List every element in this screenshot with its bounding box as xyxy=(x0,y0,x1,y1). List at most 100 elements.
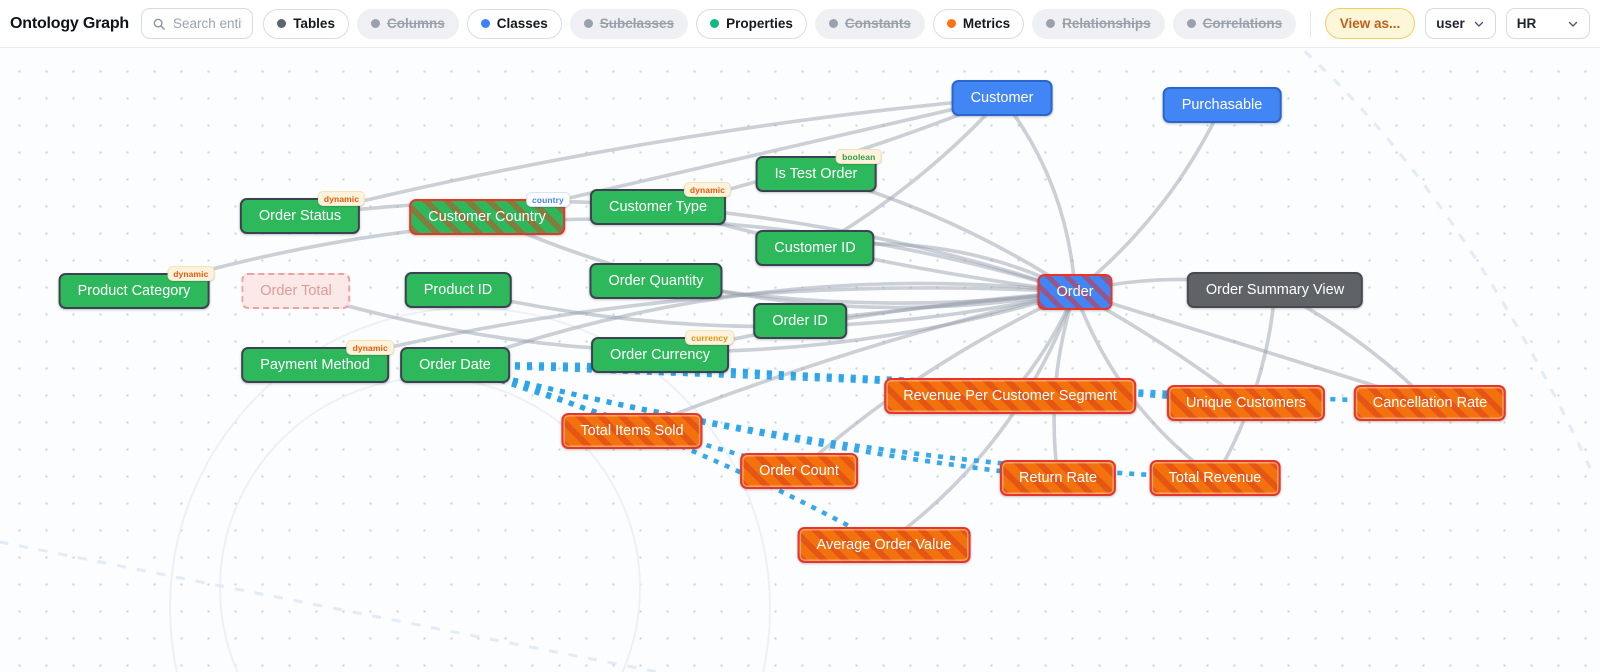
node-label: Cancellation Rate xyxy=(1372,395,1488,411)
filter-pill-metrics[interactable]: Metrics xyxy=(932,8,1025,39)
node-label: Purchasable xyxy=(1181,97,1263,113)
decorative-circle xyxy=(169,307,771,672)
filter-pill-columns[interactable]: Columns xyxy=(356,8,459,39)
node-label: Customer Country xyxy=(428,209,546,225)
node-cancellation-rate[interactable]: Cancellation Rate xyxy=(1353,385,1507,421)
node-label: Order ID xyxy=(772,313,828,329)
node-label: Order Total xyxy=(260,283,332,299)
relationships-dot-icon xyxy=(1046,19,1056,28)
chevron-down-icon xyxy=(1568,21,1578,27)
node-label: Order Currency xyxy=(610,347,710,363)
filter-pill-label: Metrics xyxy=(962,16,1011,31)
filter-pill-label: Correlations xyxy=(1202,16,1283,31)
node-label: Product ID xyxy=(423,282,493,298)
filter-pill-label: Classes xyxy=(496,16,548,31)
node-label: Customer Type xyxy=(608,199,708,215)
search-box[interactable] xyxy=(140,8,254,39)
metrics-dot-icon xyxy=(946,19,956,28)
country-badge: country xyxy=(525,192,570,208)
tables-dot-icon xyxy=(277,19,287,28)
correlation-edge xyxy=(454,362,886,548)
node-label: Order Count xyxy=(759,463,839,479)
node-average-order-value[interactable]: Average Order Value xyxy=(797,527,971,563)
chevron-down-icon xyxy=(1474,21,1483,27)
node-order-quantity[interactable]: Order Quantity xyxy=(589,263,723,299)
filter-pill-correlations[interactable]: Correlations xyxy=(1172,8,1297,39)
node-label: Total Items Sold xyxy=(580,423,684,439)
filter-pill-label: Subclasses xyxy=(599,16,675,31)
node-product-id[interactable]: Product ID xyxy=(404,272,512,308)
decorative-dashed-line xyxy=(0,540,666,672)
dynamic-badge: dynamic xyxy=(683,182,732,198)
relation-edge xyxy=(1213,288,1277,480)
role-select[interactable]: user xyxy=(1425,8,1496,39)
node-label: Return Rate xyxy=(1018,470,1098,486)
correlation-edge xyxy=(454,362,800,474)
node-customer[interactable]: Customer xyxy=(951,80,1053,116)
node-return-rate[interactable]: Return Rate xyxy=(999,460,1117,496)
node-purchasable[interactable]: Purchasable xyxy=(1162,87,1282,123)
relation-edge xyxy=(882,290,1077,547)
filter-pill-properties[interactable]: Properties xyxy=(696,8,807,39)
node-revenue-per-customer-segment[interactable]: Revenue Per Customer Segment xyxy=(884,378,1136,414)
boolean-badge: boolean xyxy=(836,149,882,165)
relation-edge xyxy=(630,290,1077,433)
toolbar-divider xyxy=(1310,10,1311,37)
team-select-value: HR xyxy=(1516,16,1537,31)
page-title: Ontology Graph xyxy=(10,14,129,32)
node-label: Order Status xyxy=(258,208,342,224)
search-input[interactable] xyxy=(172,16,243,31)
view-as-button[interactable]: View as... xyxy=(1324,8,1416,39)
correlation-edge xyxy=(454,362,1216,481)
node-total-revenue[interactable]: Total Revenue xyxy=(1149,460,1281,496)
dynamic-badge: dynamic xyxy=(346,340,394,356)
node-label: Payment Method xyxy=(260,357,370,373)
node-label: Product Category xyxy=(77,283,191,299)
properties-dot-icon xyxy=(710,19,720,28)
team-select[interactable]: HR xyxy=(1505,8,1590,39)
node-order-total[interactable]: Order Total xyxy=(241,273,351,309)
node-order-summary-view[interactable]: Order Summary View xyxy=(1186,272,1364,308)
filter-pill-subclasses[interactable]: Subclasses xyxy=(569,8,689,39)
role-select-value: user xyxy=(1436,16,1465,31)
node-unique-customers[interactable]: Unique Customers xyxy=(1166,385,1326,421)
relation-edge xyxy=(1073,103,1224,294)
node-order-count[interactable]: Order Count xyxy=(740,453,858,489)
classes-dot-icon xyxy=(480,19,490,28)
node-order[interactable]: Order xyxy=(1037,274,1113,310)
node-label: Customer ID xyxy=(774,240,856,256)
node-label: Unique Customers xyxy=(1185,395,1307,411)
dynamic-badge: dynamic xyxy=(167,266,215,282)
constants-dot-icon xyxy=(828,19,838,28)
relation-edge xyxy=(1073,290,1432,405)
correlation-edge xyxy=(454,362,1247,406)
filter-pill-constants[interactable]: Constants xyxy=(814,8,925,39)
filter-pill-classes[interactable]: Classes xyxy=(466,8,562,39)
subclasses-dot-icon xyxy=(583,19,593,28)
relation-edge xyxy=(298,96,1004,218)
node-order-id[interactable]: Order ID xyxy=(753,303,847,339)
relation-edge xyxy=(1073,290,1248,405)
node-customer-id[interactable]: Customer ID xyxy=(755,230,875,266)
relation-edge xyxy=(453,281,1077,367)
relation-edge xyxy=(1000,96,1077,294)
filter-pill-tables[interactable]: Tables xyxy=(263,8,349,39)
filter-pill-relationships[interactable]: Relationships xyxy=(1032,8,1165,39)
node-label: Total Revenue xyxy=(1168,470,1262,486)
currency-badge: currency xyxy=(685,330,734,346)
node-label: Order Date xyxy=(419,357,491,373)
node-total-items-sold[interactable]: Total Items Sold xyxy=(561,413,703,449)
node-label: Average Order Value xyxy=(816,537,952,553)
node-order-date[interactable]: Order Date xyxy=(400,347,510,383)
node-label: Is Test Order xyxy=(774,166,858,182)
